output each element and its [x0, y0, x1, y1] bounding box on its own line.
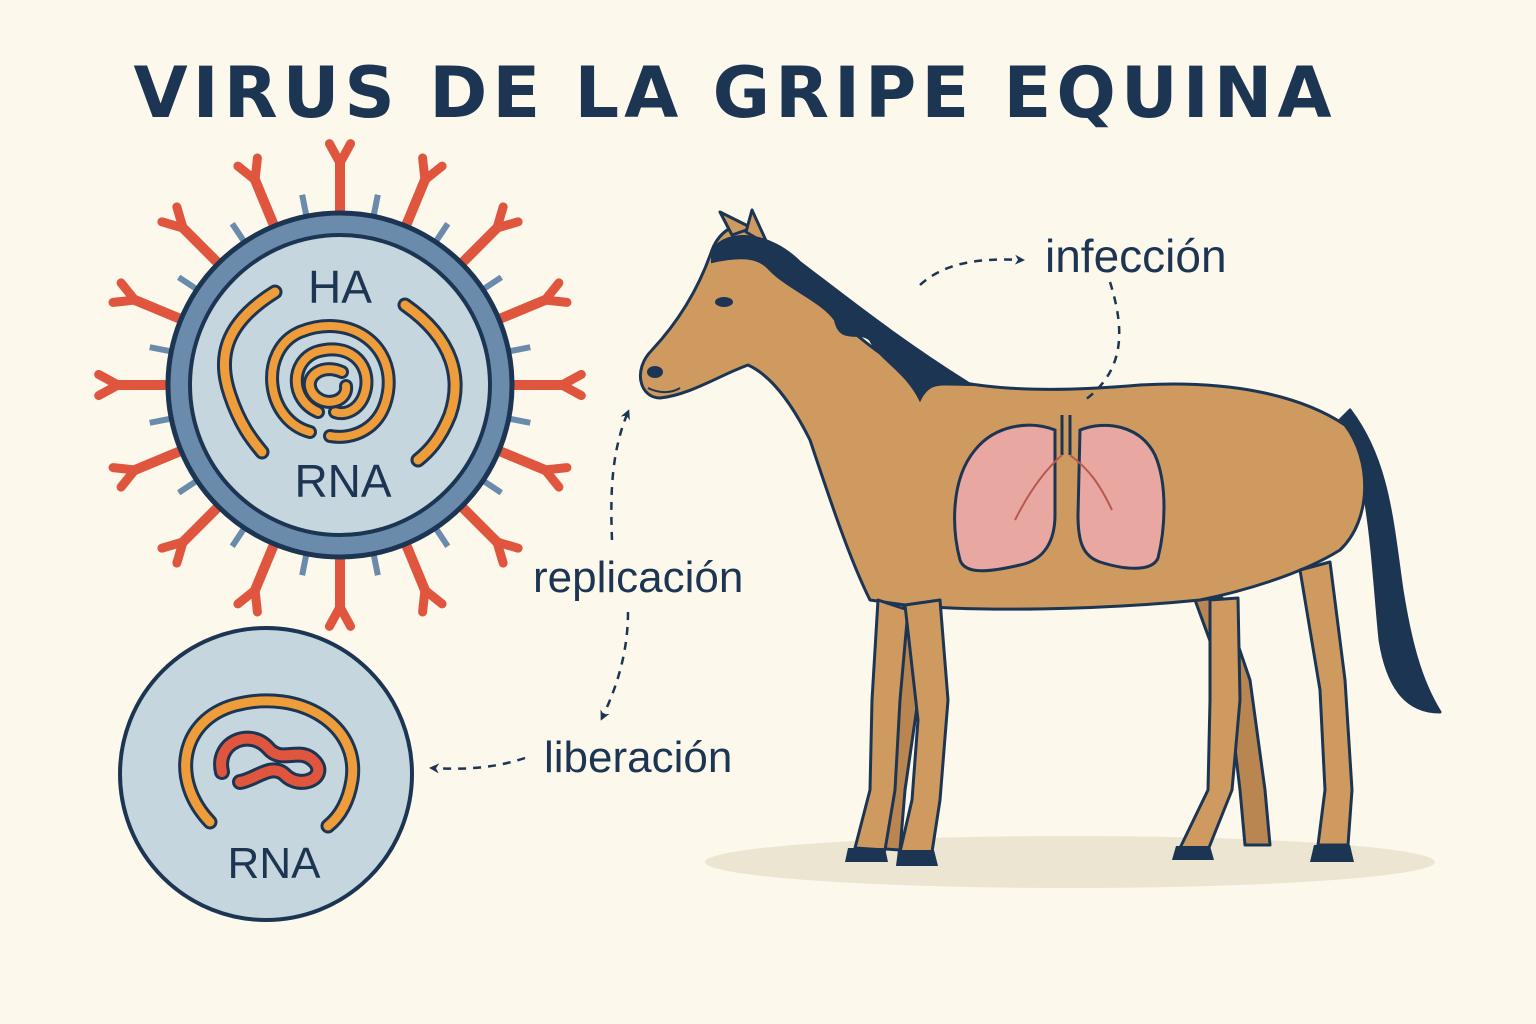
hemagglutinin-spike — [400, 537, 430, 596]
arrow-infection — [919, 254, 1025, 286]
hemagglutinin-spike — [492, 295, 551, 325]
virion-label-rna: RNA — [294, 455, 391, 507]
spike-branch — [108, 463, 140, 475]
virion-surface-spikes — [94, 139, 586, 631]
spike-branch — [335, 139, 356, 168]
hemagglutinin-spike — [178, 500, 225, 547]
label-replication: replicación — [533, 553, 743, 602]
arrow-infection-to-lungs — [1084, 281, 1121, 401]
hemagglutinin-spike — [455, 223, 502, 270]
hemagglutinin-spike — [129, 445, 188, 475]
horse-illustration — [639, 208, 1442, 888]
released-virion-rna — [178, 693, 361, 834]
virion-rna-segments — [217, 284, 463, 468]
released-virion-label-rna: RNA — [228, 839, 322, 888]
released-virion: RNA — [118, 626, 414, 922]
label-infection: infección — [1045, 230, 1227, 282]
spike-branch — [540, 295, 572, 307]
spike-branch — [420, 161, 447, 185]
arrow-replication — [610, 409, 630, 541]
virion-label-ha: HA — [308, 261, 372, 313]
arrow-release — [429, 756, 526, 774]
spike-branch — [94, 369, 123, 390]
cycle-arrows — [429, 254, 1121, 774]
hemagglutinin-spike — [400, 174, 430, 233]
spike-branch — [540, 465, 564, 492]
spike-branch — [492, 217, 523, 233]
horse-lungs — [953, 415, 1166, 573]
spike-branch — [250, 153, 262, 185]
hemagglutinin-spike — [250, 537, 280, 596]
spike-branch — [233, 585, 260, 609]
spike-branch — [557, 380, 586, 401]
diagram-title: VIRUS DE LA GRIPE EQUINA — [133, 52, 1337, 134]
hemagglutinin-spike — [129, 295, 188, 325]
spike-branch — [492, 537, 508, 568]
arrow-replication-to-release — [600, 611, 630, 721]
spike-branch — [116, 278, 140, 305]
hemagglutinin-spike — [492, 445, 551, 475]
hemagglutinin-spike — [250, 174, 280, 233]
hemagglutinin-spike — [455, 500, 502, 547]
spike-branch — [157, 537, 188, 553]
hemagglutinin-spike — [178, 223, 225, 270]
spike-branch — [324, 602, 345, 631]
influenza-virion: HA RNA — [94, 139, 586, 631]
label-release: liberación — [544, 733, 732, 782]
spike-branch — [172, 202, 188, 233]
spike-branch — [418, 585, 430, 617]
